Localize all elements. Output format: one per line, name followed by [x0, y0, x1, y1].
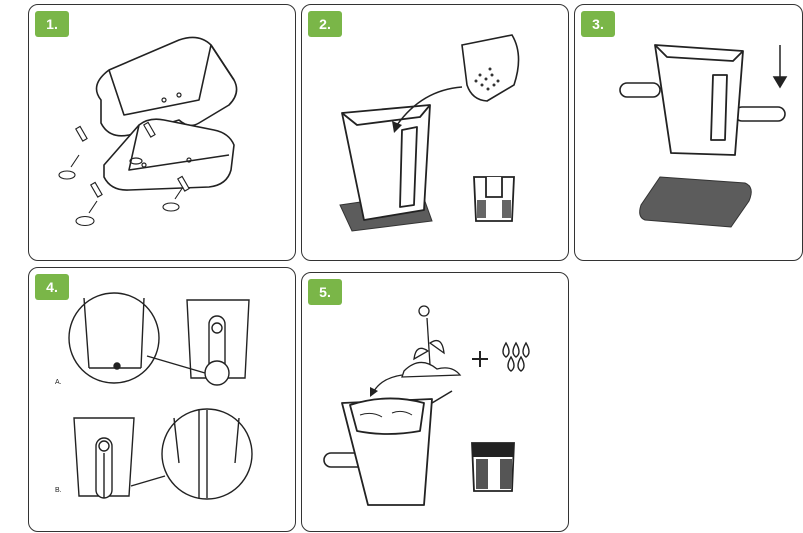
step-4-panel: 4. A. B. — [28, 267, 296, 532]
step-5-illustration — [302, 273, 570, 533]
soil-bag-icon — [462, 35, 519, 101]
flower-icon — [402, 306, 460, 377]
step-2-illustration — [302, 5, 570, 262]
step-4-illustration: A. B. — [29, 268, 297, 533]
arrow-down-icon — [774, 45, 786, 87]
sublabel-a: A. — [55, 379, 62, 386]
step-1-illustration — [29, 5, 297, 262]
water-drops-icon — [503, 343, 529, 371]
sublabel-b: B. — [55, 487, 62, 494]
plus-icon — [472, 351, 488, 367]
step-3-panel: 3. — [574, 4, 803, 261]
step-2-panel: 2. — [301, 4, 569, 261]
step-3-illustration — [575, 5, 803, 262]
step-1-panel: 1. — [28, 4, 296, 261]
step-5-panel: 5. — [301, 272, 569, 532]
